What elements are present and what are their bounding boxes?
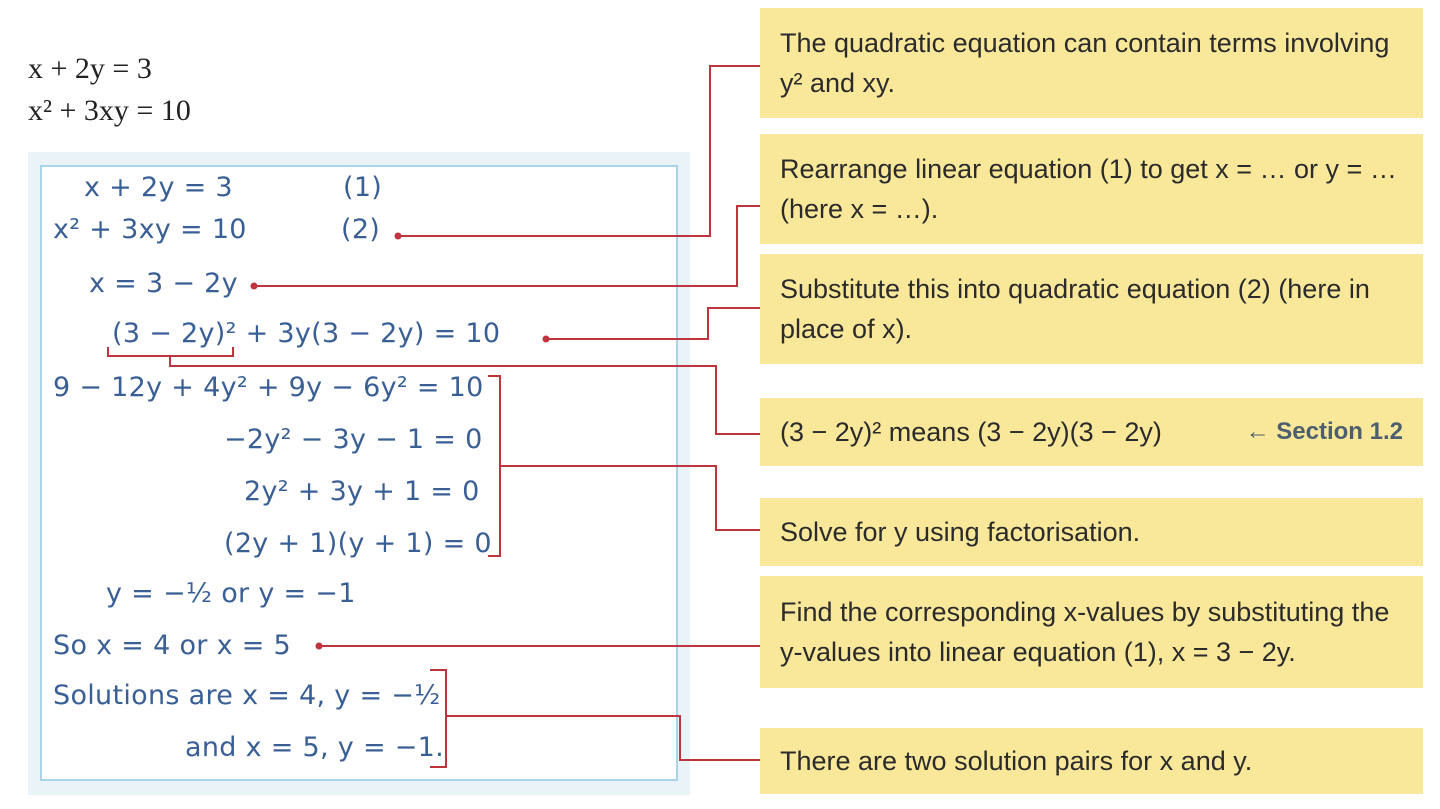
section-reference: ← Section 1.2	[1245, 418, 1403, 445]
bracket-square-term	[107, 347, 234, 357]
note-substitute: Substitute this into quadratic equation …	[760, 254, 1423, 364]
leader-dot-eq2	[394, 232, 402, 240]
working-substituted: (3 − 2y)² + 3y(3 − 2y) = 10	[112, 318, 501, 349]
bracket-solutions	[430, 669, 447, 768]
working-rearranged: x = 3 − 2y	[89, 268, 238, 299]
note-quadratic-terms-text: The quadratic equation can contain terms…	[780, 28, 1390, 98]
note-quadratic-terms: The quadratic equation can contain terms…	[760, 8, 1423, 118]
note-find-x-text: Find the corresponding x-values by subst…	[780, 597, 1390, 667]
working-factorised: (2y + 1)(y + 1) = 0	[224, 528, 492, 559]
working-y-values: y = −½ or y = −1	[106, 578, 356, 609]
working-expanded: 9 − 12y + 4y² + 9y − 6y² = 10	[53, 372, 484, 403]
note-square-means-text: (3 − 2y)² means (3 − 2y)(3 − 2y)	[780, 417, 1162, 447]
note-two-pairs-text: There are two solution pairs for x and y…	[780, 746, 1253, 776]
note-find-x: Find the corresponding x-values by subst…	[760, 576, 1423, 688]
leader-square-to-note4	[169, 356, 760, 435]
working-normalised: 2y² + 3y + 1 = 0	[244, 476, 480, 507]
problem-equation-2: x² + 3xy = 10	[28, 94, 191, 127]
working-eq2: x² + 3xy = 10	[53, 214, 247, 245]
note-two-pairs: There are two solution pairs for x and y…	[760, 728, 1423, 794]
note-factorise-text: Solve for y using factorisation.	[780, 517, 1141, 547]
working-panel	[40, 165, 678, 781]
working-solutions-line2: and x = 5, y = −1.	[185, 732, 445, 763]
working-eq2-tag: (2)	[341, 214, 381, 245]
working-eq1-tag: (1)	[343, 172, 383, 203]
problem-equation-1: x + 2y = 3	[28, 52, 152, 85]
working-simplified: −2y² − 3y − 1 = 0	[224, 424, 483, 455]
note-rearrange: Rearrange linear equation (1) to get x =…	[760, 134, 1423, 244]
note-square-means: (3 − 2y)² means (3 − 2y)(3 − 2y) ← Secti…	[760, 398, 1423, 466]
leader-factorisation-to-note5	[500, 465, 760, 531]
working-solutions-line1: Solutions are x = 4, y = −½	[53, 680, 441, 711]
leader-substituted-to-note3	[546, 307, 760, 340]
leader-dot-xvalues	[315, 642, 323, 650]
working-x-values: So x = 4 or x = 5	[53, 630, 292, 661]
note-substitute-text: Substitute this into quadratic equation …	[780, 274, 1370, 344]
note-rearrange-text: Rearrange linear equation (1) to get x =…	[780, 154, 1397, 224]
leader-rearranged-to-note2	[254, 205, 760, 287]
working-eq1: x + 2y = 3	[84, 172, 233, 203]
leader-dot-substituted	[542, 335, 550, 343]
note-factorise: Solve for y using factorisation.	[760, 498, 1423, 566]
leader-dot-rearranged	[250, 282, 258, 290]
bracket-factorisation	[488, 375, 501, 557]
leader-solutions-to-note7	[446, 715, 760, 761]
leader-eq2-to-note1	[398, 65, 760, 237]
